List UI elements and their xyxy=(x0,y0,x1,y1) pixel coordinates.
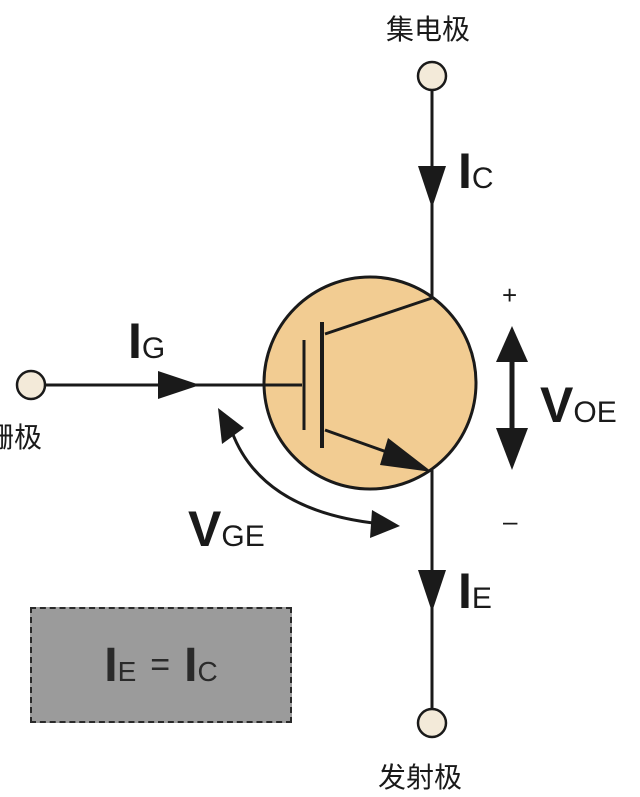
ie-sub: E xyxy=(471,582,492,615)
ie-arrow xyxy=(418,570,446,612)
formula-lhs-sub: E xyxy=(117,655,137,687)
vge-arrow-head-start xyxy=(218,408,244,444)
formula-equals: = xyxy=(150,645,171,684)
ic-sub: C xyxy=(471,162,494,195)
ie-main: I xyxy=(458,563,472,619)
vge-main: V xyxy=(188,501,221,557)
voe-arrow-down xyxy=(496,428,528,470)
vge-arc xyxy=(230,431,383,526)
emitter-arrow xyxy=(380,438,432,472)
vge-arrow-head-end xyxy=(370,510,400,538)
ig-arrow xyxy=(158,371,200,399)
gate-terminal xyxy=(15,369,47,401)
formula-lhs: IE xyxy=(104,638,136,693)
formula-box: IE = IC xyxy=(30,607,292,723)
ic-label: IC xyxy=(458,142,494,200)
vge-label: VGE xyxy=(188,500,265,558)
ig-main: I xyxy=(128,313,142,369)
minus-sign: – xyxy=(503,506,518,536)
voe-main: V xyxy=(540,377,573,433)
ic-main: I xyxy=(458,143,472,199)
vge-sub: GE xyxy=(221,520,265,553)
emitter-terminal xyxy=(416,707,448,739)
collector-lead xyxy=(324,296,433,336)
ig-sub: G xyxy=(141,332,166,365)
emitter-label: 发射极 xyxy=(378,761,463,794)
collector-terminal xyxy=(416,60,448,92)
ie-label: IE xyxy=(458,562,492,620)
voe-sub: OE xyxy=(573,396,617,429)
formula-rhs: IC xyxy=(184,638,218,693)
ic-arrow xyxy=(418,166,446,208)
igbt-body xyxy=(262,275,478,491)
formula-rhs-sub: C xyxy=(197,655,218,687)
plus-sign: + xyxy=(502,280,518,310)
formula-rhs-main: I xyxy=(184,638,197,692)
formula-lhs-main: I xyxy=(104,638,117,692)
ig-label: IG xyxy=(128,312,165,370)
voe-arrow-up xyxy=(496,326,528,362)
voe-label: VOE xyxy=(540,376,617,434)
gate-label: 栅极 xyxy=(0,421,43,454)
collector-label: 集电极 xyxy=(386,13,471,46)
